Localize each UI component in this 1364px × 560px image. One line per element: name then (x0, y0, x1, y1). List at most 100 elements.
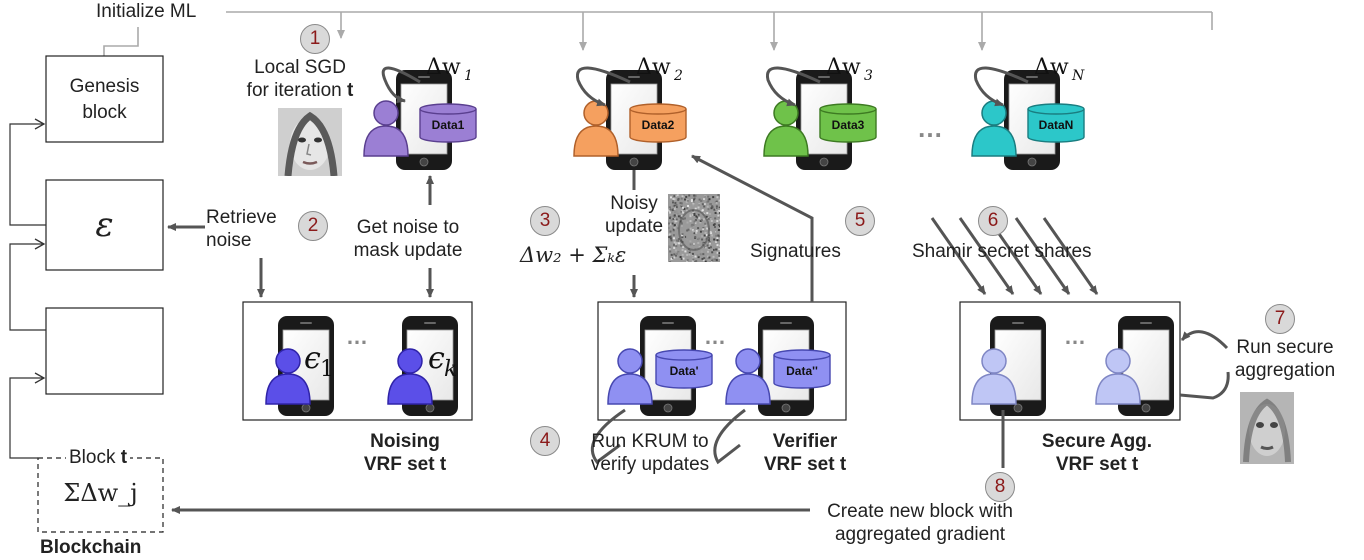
client-data-2-label: Data2 (642, 118, 675, 132)
verifier-dots: … (704, 324, 726, 349)
client-person-4 (971, 100, 1017, 157)
krum-loop-2 (713, 408, 746, 465)
noising-name: Noising (370, 431, 440, 452)
get-noise-line-2: mask update (353, 240, 463, 261)
retrieve-line-2: noise (206, 230, 252, 251)
verifier-data-1-label: Data' (670, 364, 699, 378)
noisy-formula: Δw₂ + Σₖε (520, 243, 627, 267)
genesis-block-label: Genesis block (46, 74, 163, 126)
block-t-var: t (120, 447, 128, 468)
blockchain-label: Blockchain (40, 537, 142, 558)
delta-w-text-2: Δw (636, 55, 671, 80)
secure-agg-name: Secure Agg. (1041, 431, 1153, 452)
verifier-data-2-label: Data'' (786, 364, 818, 378)
create-block-line-2: aggregated gradient (834, 524, 1006, 545)
init-ml-label: Initialize ML (96, 1, 197, 22)
init-lines (103, 11, 1213, 56)
local-sgd-text: for iteration (246, 80, 342, 101)
create-block-label: Create new block with aggregated gradien… (800, 500, 1040, 546)
secure-person-2 (1095, 348, 1141, 405)
local-sgd-t: t (347, 80, 354, 101)
noisy-line-2: update (604, 216, 664, 237)
run-secure-line-1: Run secure (1236, 337, 1334, 358)
share-arrow-2 (958, 217, 1015, 295)
noisy-line-1: Noisy (610, 193, 658, 214)
local-sgd-line-1: Local SGD (254, 57, 346, 78)
client-dots: … (917, 113, 943, 143)
retrieve-noise-label: Retrieve noise (206, 206, 277, 252)
step-3: 3 (530, 206, 560, 236)
local-sgd-line-2: for iteration t (230, 79, 370, 102)
face-image-noisy (668, 194, 720, 262)
client-data-3: Data3 (819, 103, 877, 143)
retrieve-line-1: Retrieve (206, 207, 277, 228)
client-data-1: Data1 (419, 103, 477, 143)
client-data-2: Data2 (629, 103, 687, 143)
noising-vrf-caption: Noising VRF set t (340, 430, 470, 476)
flow-arrows (167, 154, 1230, 514)
delta-w-sub-1: 1 (464, 68, 473, 84)
step-7: 7 (1265, 304, 1295, 334)
noise-eps-sub-1: 1 (320, 357, 334, 382)
share-arrow-5 (1042, 217, 1099, 295)
run-secure-label: Run secure aggregation (1210, 336, 1360, 382)
block-t-content: ΣΔw_j (63, 479, 138, 507)
run-secure-loop (1180, 330, 1229, 350)
secure-dots: … (1064, 324, 1086, 349)
delta-w-sub-2: 2 (673, 68, 683, 84)
empty-block (45, 307, 164, 395)
client-data-3-label: Data3 (832, 118, 865, 132)
verifier-sub: VRF set t (763, 454, 847, 475)
blockchain (37, 55, 164, 533)
face-image-clean (278, 108, 342, 176)
genesis-block (45, 55, 164, 143)
genesis-line-1: Genesis (69, 76, 140, 97)
noise-block-symbol: ε (95, 205, 114, 245)
face-image-aggregated (1240, 392, 1294, 464)
share-arrow-1 (930, 217, 987, 295)
client-person-2 (573, 100, 619, 157)
step-5: 5 (845, 206, 875, 236)
secure-person-1 (971, 348, 1017, 405)
noising-dots: … (346, 324, 368, 349)
secure-agg-sub: VRF set t (1055, 454, 1139, 475)
get-noise-label: Get noise to mask update (330, 216, 486, 262)
krum-line-2: verify updates (590, 454, 710, 475)
step-8: 8 (985, 472, 1015, 502)
client-data-4: DataN (1027, 103, 1085, 143)
delta-w-sub-3: 3 (864, 68, 873, 84)
krum-loop-1 (591, 408, 626, 465)
verifier-data-1: Data' (655, 349, 713, 389)
client-loops (381, 66, 1029, 107)
genesis-line-2: block (82, 102, 127, 123)
run-secure-out (1179, 371, 1230, 400)
noise-eps-sub-2: k (444, 357, 457, 382)
step-1: 1 (300, 24, 330, 54)
noising-sub: VRF set t (363, 454, 447, 475)
noise-eps-2: ϵ (428, 341, 445, 376)
delta-w-text-1: Δw (426, 55, 461, 80)
krum-line-1: Run KRUM to (591, 431, 709, 452)
verifier-vrf-caption: Verifier VRF set t (740, 430, 870, 476)
krum-label: Run KRUM to verify updates (560, 430, 740, 476)
local-sgd-label: Local SGD for iteration t (230, 56, 370, 102)
create-block-line-1: Create new block with (827, 501, 1013, 522)
get-noise-line-1: Get noise to (356, 217, 460, 238)
client-data-1-label: Data1 (432, 118, 465, 132)
client-person-3 (763, 100, 809, 157)
secure-agg-vrf-caption: Secure Agg. VRF set t (1022, 430, 1172, 476)
client-data-4-label: DataN (1039, 118, 1074, 132)
verifier-data-2: Data'' (773, 349, 831, 389)
block-t (37, 457, 164, 533)
signatures-arrow (691, 154, 814, 302)
client-person-1 (363, 100, 409, 157)
noisy-update-label: Noisy update (574, 192, 694, 238)
init-to-genesis (103, 27, 139, 56)
